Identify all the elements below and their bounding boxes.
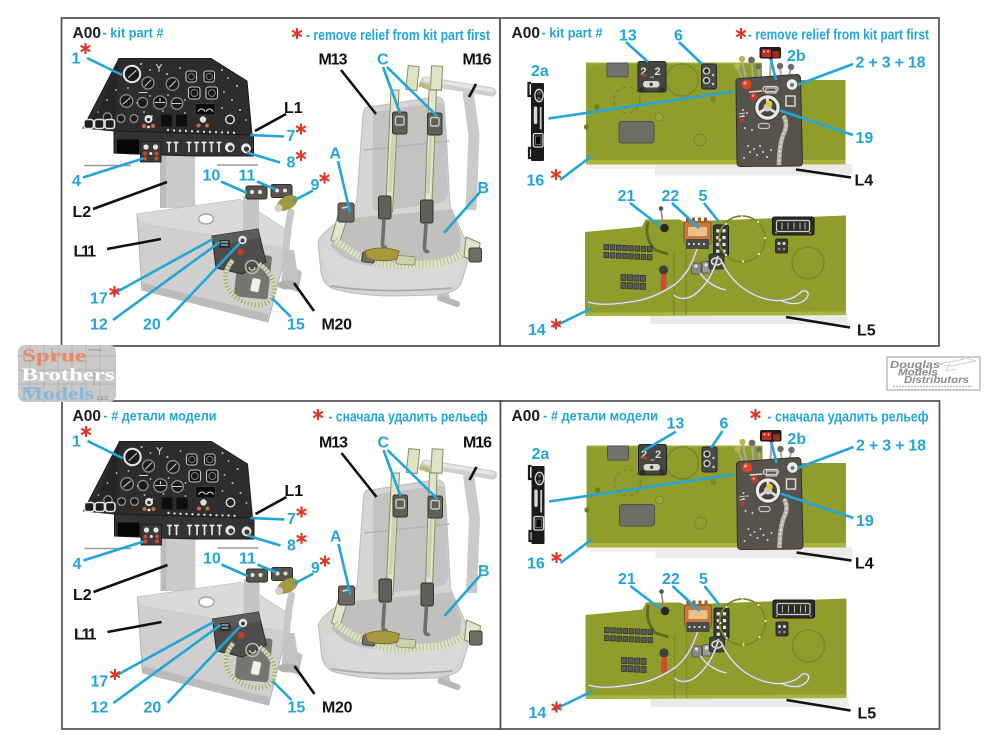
- svg-text:- kit part #: - kit part #: [542, 25, 603, 41]
- svg-text:A00: A00: [512, 408, 540, 425]
- svg-text:- # детали модели: - # детали модели: [543, 408, 658, 424]
- svg-text:- kit part #: - kit part #: [103, 25, 164, 41]
- svg-text:- remove relief from kit part: - remove relief from kit part first: [748, 27, 929, 44]
- svg-text:Sprue: Sprue: [22, 346, 86, 366]
- svg-text:- # детали модели: - # детали модели: [104, 408, 217, 424]
- svg-text:Models: Models: [21, 384, 94, 404]
- svg-text:6: 6: [674, 28, 683, 45]
- svg-text:A00: A00: [512, 25, 540, 42]
- svg-text:13: 13: [667, 416, 685, 433]
- svg-text:A00: A00: [73, 408, 101, 425]
- svg-text:13: 13: [619, 28, 637, 45]
- svg-text:- remove relief from kit part: - remove relief from kit part first: [306, 27, 490, 44]
- svg-text:- сначала удалить рельеф: - сначала удалить рельеф: [329, 409, 488, 426]
- svg-text:LLC: LLC: [97, 396, 109, 402]
- svg-text:Douglas: Douglas: [890, 360, 941, 371]
- svg-text:Models: Models: [898, 368, 939, 379]
- svg-text:A00: A00: [73, 25, 101, 42]
- svg-text:6: 6: [720, 416, 729, 433]
- svg-text:Distributors: Distributors: [904, 375, 970, 386]
- svg-text:Brothers: Brothers: [22, 365, 115, 385]
- svg-text:- сначала удалить рельеф: - сначала удалить рельеф: [768, 409, 929, 426]
